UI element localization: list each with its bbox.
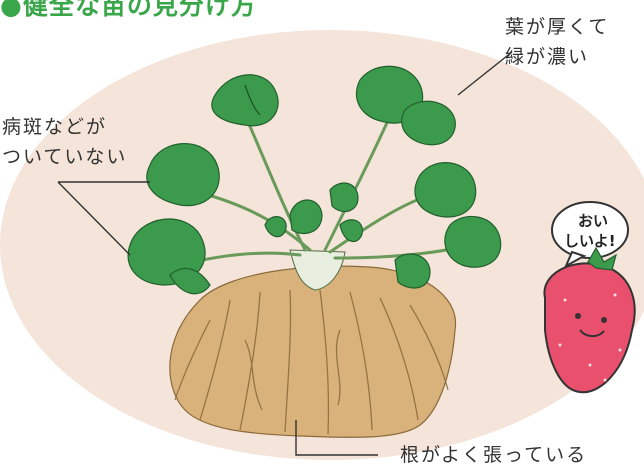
speech-line-2: しいよ!: [564, 232, 616, 250]
root-ball: [169, 249, 457, 438]
background-oval: [0, 30, 644, 460]
speech-line-1: おい: [578, 212, 608, 230]
label-spots: 病斑などが ついていない: [2, 112, 127, 172]
leaves: [127, 65, 502, 295]
strawberry-mascot: [543, 201, 636, 394]
label-leaves-line-2: 緑が濃い: [505, 46, 590, 68]
page-title: ●健全な苗の見分け方: [0, 0, 257, 20]
annotation-lines: [57, 51, 513, 456]
label-leaves: 葉が厚くて 緑が濃い: [505, 12, 609, 72]
label-spots-line-2: ついていない: [2, 146, 128, 168]
label-leaves-line-1: 葉が厚くて: [505, 16, 610, 38]
label-spots-line-1: 病斑などが: [2, 116, 108, 138]
label-roots-text: 根がよく張っている: [400, 444, 588, 466]
label-roots: 根がよく張っている: [400, 440, 587, 470]
